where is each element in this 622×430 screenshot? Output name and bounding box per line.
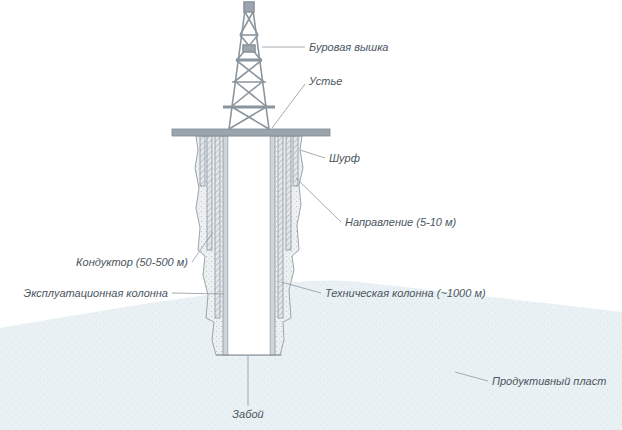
- conductor-casing: [207, 136, 212, 250]
- callout-label: Устье: [309, 74, 342, 88]
- technical-casing: [278, 136, 283, 318]
- callout-label: Продуктивный пласт: [492, 374, 606, 388]
- callout-label: Буровая вышка: [309, 40, 388, 54]
- callout-label: Эксплуатационная колонна: [24, 286, 168, 300]
- callout-label: Кондуктор (50-500 м): [76, 255, 188, 269]
- well-bore: [228, 136, 270, 355]
- platform: [172, 129, 330, 136]
- callout-label: Направление (5-10 м): [345, 215, 456, 229]
- production-casing: [223, 136, 228, 355]
- borehole: [195, 136, 303, 355]
- technical-casing: [215, 136, 220, 318]
- bottom-hole: [216, 355, 282, 356]
- productive-layer: [0, 280, 622, 430]
- leader-lines: [172, 47, 488, 406]
- production-casing: [270, 136, 275, 355]
- direction-casing: [200, 136, 205, 186]
- callout-label: Техническая колонна (~1000 м): [325, 286, 486, 300]
- callout-label: Шурф: [329, 151, 360, 165]
- callout-label: Забой: [232, 407, 263, 421]
- drilling-derrick: [223, 2, 275, 129]
- conductor-casing: [286, 136, 291, 250]
- direction-casing: [293, 136, 298, 186]
